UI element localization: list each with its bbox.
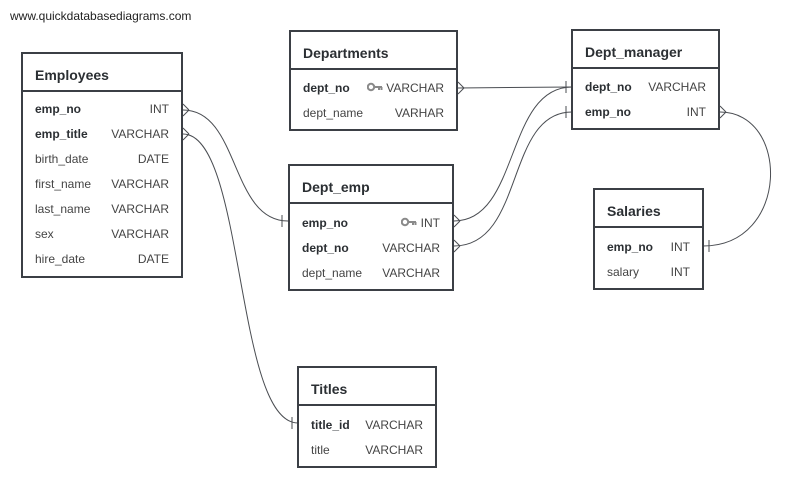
dept-emp-title: Dept_emp bbox=[290, 166, 452, 204]
departments-field-dept-no[interactable]: dept_no VARCHAR bbox=[303, 81, 444, 95]
dept-emp-field-emp-no[interactable]: emp_no INT bbox=[302, 216, 440, 230]
rel-employees-deptemp bbox=[182, 109, 289, 222]
rel-employees-titles bbox=[182, 133, 299, 424]
rel-deptmanager-salaries bbox=[702, 111, 771, 247]
employees-title: Employees bbox=[23, 54, 181, 92]
rel-deptemp-deptmanager-2 bbox=[453, 111, 573, 247]
salaries-title: Salaries bbox=[595, 190, 702, 228]
site-url: www.quickdatabasediagrams.com bbox=[10, 9, 192, 23]
titles-title: Titles bbox=[299, 368, 435, 406]
rel-deptemp-deptmanager-1 bbox=[453, 86, 573, 222]
rel-departments-deptmanager bbox=[457, 86, 573, 89]
key-icon bbox=[367, 82, 383, 92]
departments-title: Departments bbox=[291, 32, 456, 70]
dept-manager-title: Dept_manager bbox=[573, 31, 718, 69]
key-icon bbox=[401, 217, 417, 227]
